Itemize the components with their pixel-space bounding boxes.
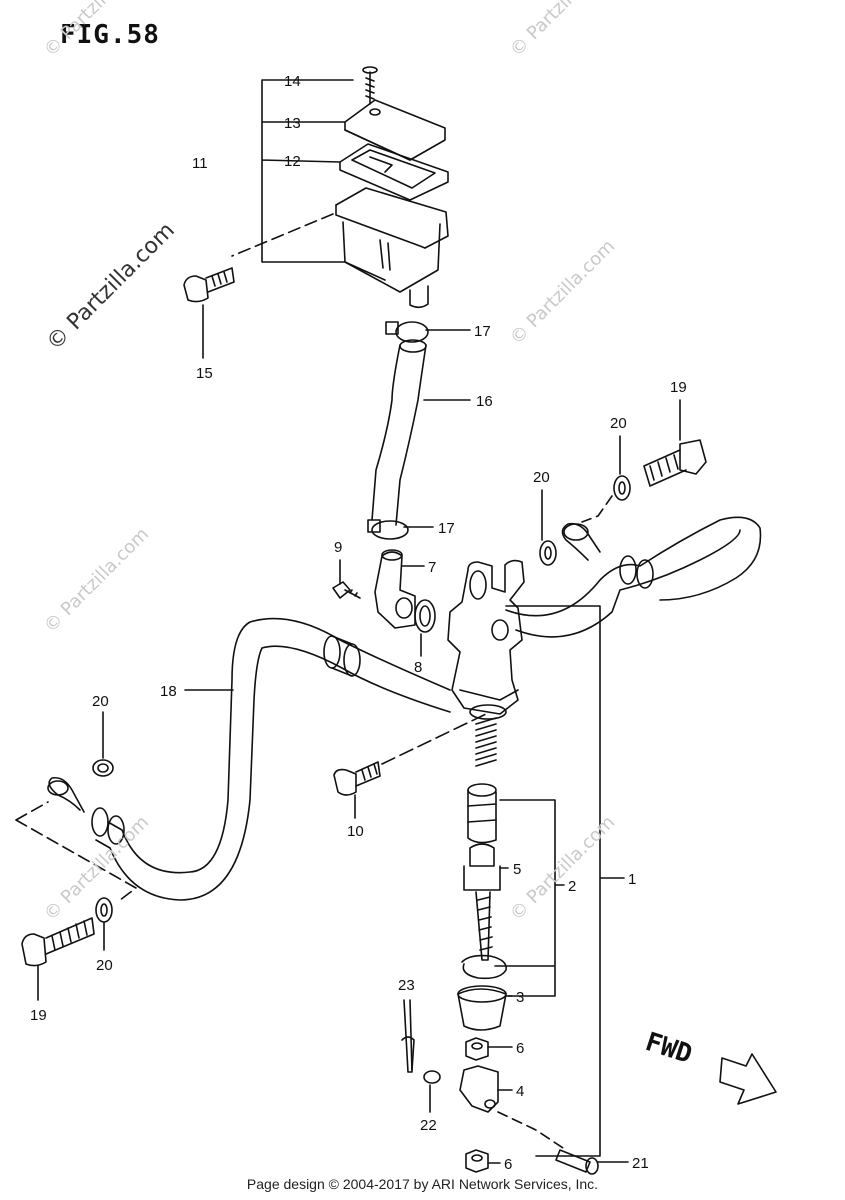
callout-3: 3	[516, 989, 524, 1006]
inlet-o-ring	[414, 599, 436, 633]
brake-hose-left	[47, 617, 451, 901]
washer-right-upper-hole	[618, 481, 626, 495]
bracket-1	[505, 605, 625, 1157]
master-cylinder-body	[447, 559, 525, 720]
inlet-fitting-screw	[332, 581, 361, 599]
washer-right-upper	[613, 475, 631, 501]
washer-left-upper	[92, 759, 114, 777]
callout-12: 12	[284, 153, 301, 170]
leader-11	[231, 213, 334, 257]
reservoir-hose	[371, 339, 427, 526]
callout-20-left-upper: 20	[92, 693, 109, 710]
circlip	[461, 954, 507, 980]
leader-left-dash	[15, 801, 137, 901]
spring	[475, 717, 497, 767]
footer-copyright: Page design © 2004-2017 by ARI Network S…	[246, 1176, 599, 1192]
callout-23: 23	[398, 977, 415, 994]
cotter-pin	[401, 999, 415, 1073]
leader-banjo-right	[581, 495, 613, 523]
callout-9: 9	[334, 539, 342, 556]
callout-4: 4	[516, 1083, 524, 1100]
callout-21: 21	[632, 1155, 649, 1172]
inlet-fitting	[374, 549, 416, 629]
nut-lower	[465, 1149, 489, 1173]
callout-14: 14	[284, 73, 301, 90]
cylinder-mounting-bolt	[333, 761, 381, 796]
callout-19-right: 19	[670, 379, 687, 396]
washer-small	[423, 1070, 441, 1084]
callout-15: 15	[196, 365, 213, 382]
callout-7: 7	[428, 559, 436, 576]
callout-19-left: 19	[30, 1007, 47, 1024]
leader-10-dash	[381, 713, 487, 765]
banjo-bolt-left	[21, 917, 95, 967]
hose-clamp-lower	[367, 519, 409, 540]
leader-21-dash	[497, 1111, 567, 1151]
reservoir-cap-screw	[362, 66, 378, 105]
callout-11: 11	[192, 155, 208, 172]
callout-20-b: 20	[533, 469, 550, 486]
piston	[467, 783, 497, 844]
reservoir-cap	[344, 99, 446, 161]
washer-left-lower-hole	[100, 903, 108, 917]
callout-17-lower: 17	[438, 520, 455, 537]
reservoir-mounting-bolt	[183, 267, 235, 303]
clevis-joint	[459, 1065, 499, 1113]
figure-title: FIG.58	[60, 20, 160, 50]
hose-clamp-upper	[385, 321, 429, 343]
reservoir-diaphragm	[339, 143, 449, 201]
callout-18: 18	[160, 683, 177, 700]
callout-16: 16	[476, 393, 493, 410]
washer-left-lower	[95, 897, 113, 923]
callout-8: 8	[414, 659, 422, 676]
clevis-pin	[555, 1149, 599, 1175]
callout-13: 13	[284, 115, 301, 132]
bracket-11	[261, 79, 354, 263]
callout-6-upper: 6	[516, 1040, 524, 1057]
callout-17-upper: 17	[474, 323, 491, 340]
callout-2: 2	[568, 878, 576, 895]
brake-hose-right	[505, 516, 762, 638]
washer-right-lower-hole	[544, 546, 552, 560]
bracket-2	[494, 799, 565, 997]
washer-right-lower	[539, 540, 557, 566]
callout-5: 5	[513, 861, 521, 878]
push-rod	[463, 843, 501, 961]
callout-10: 10	[347, 823, 364, 840]
inlet-o-ring-inner	[419, 605, 431, 627]
nut-upper	[465, 1037, 489, 1061]
banjo-bolt-right	[643, 439, 707, 487]
callout-20-a: 20	[610, 415, 627, 432]
callout-1: 1	[628, 871, 636, 888]
callout-22: 22	[420, 1117, 437, 1134]
callout-20-left-lower: 20	[96, 957, 113, 974]
boot	[457, 985, 507, 1031]
washer-left-upper-hole	[97, 763, 109, 773]
reservoir-body	[335, 187, 449, 309]
callout-6-lower: 6	[504, 1156, 512, 1173]
fwd-arrow	[719, 1053, 777, 1105]
callout-labels: 14 13 12 11 15 17 16 19 20 20 17 9 7 8 1…	[30, 73, 687, 1173]
